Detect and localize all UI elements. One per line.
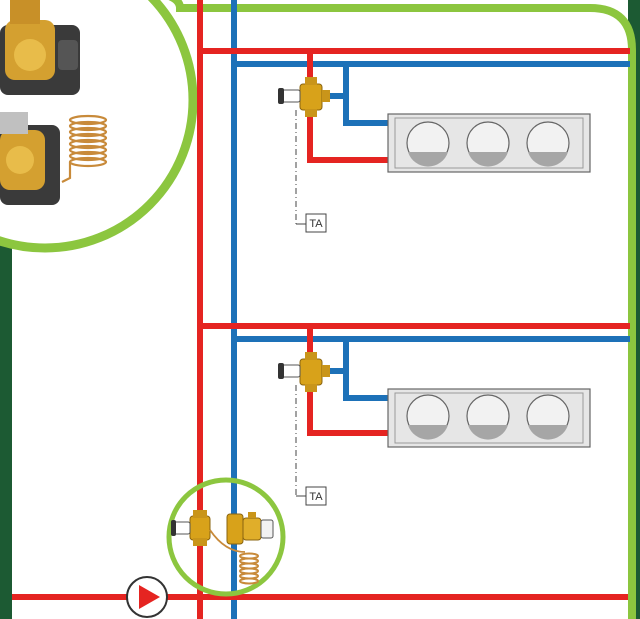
upper-ta-box [305,213,327,233]
lower-three-way-valve [278,352,330,392]
lower-ta-box [305,486,327,506]
lower-radiator [387,388,591,448]
capillary-coil-photo [61,114,108,183]
capillary-coil [239,552,259,585]
highlight-circle [166,477,286,597]
riser-thermostatic-valve [226,512,274,545]
riser-valve-highlight [166,477,286,597]
diagram-border [168,0,636,619]
riser-balancing-valve [171,510,211,546]
pump-arrow-icon [139,585,160,609]
upper-branch: TA [200,48,630,233]
lower-ta-label: TA [309,491,323,503]
upper-radiator [387,113,591,173]
valve-photo-bottom [0,112,60,205]
upper-ta-label: TA [309,218,323,230]
upper-three-way-valve [278,77,330,117]
circulation-pump [126,576,168,618]
product-photo-inset [0,0,198,253]
lower-branch: TA [200,323,630,506]
upper-radiator-return [343,64,392,126]
capillary-tube [209,529,246,553]
valve-photo-top [0,0,80,95]
lower-radiator-return [343,339,392,401]
